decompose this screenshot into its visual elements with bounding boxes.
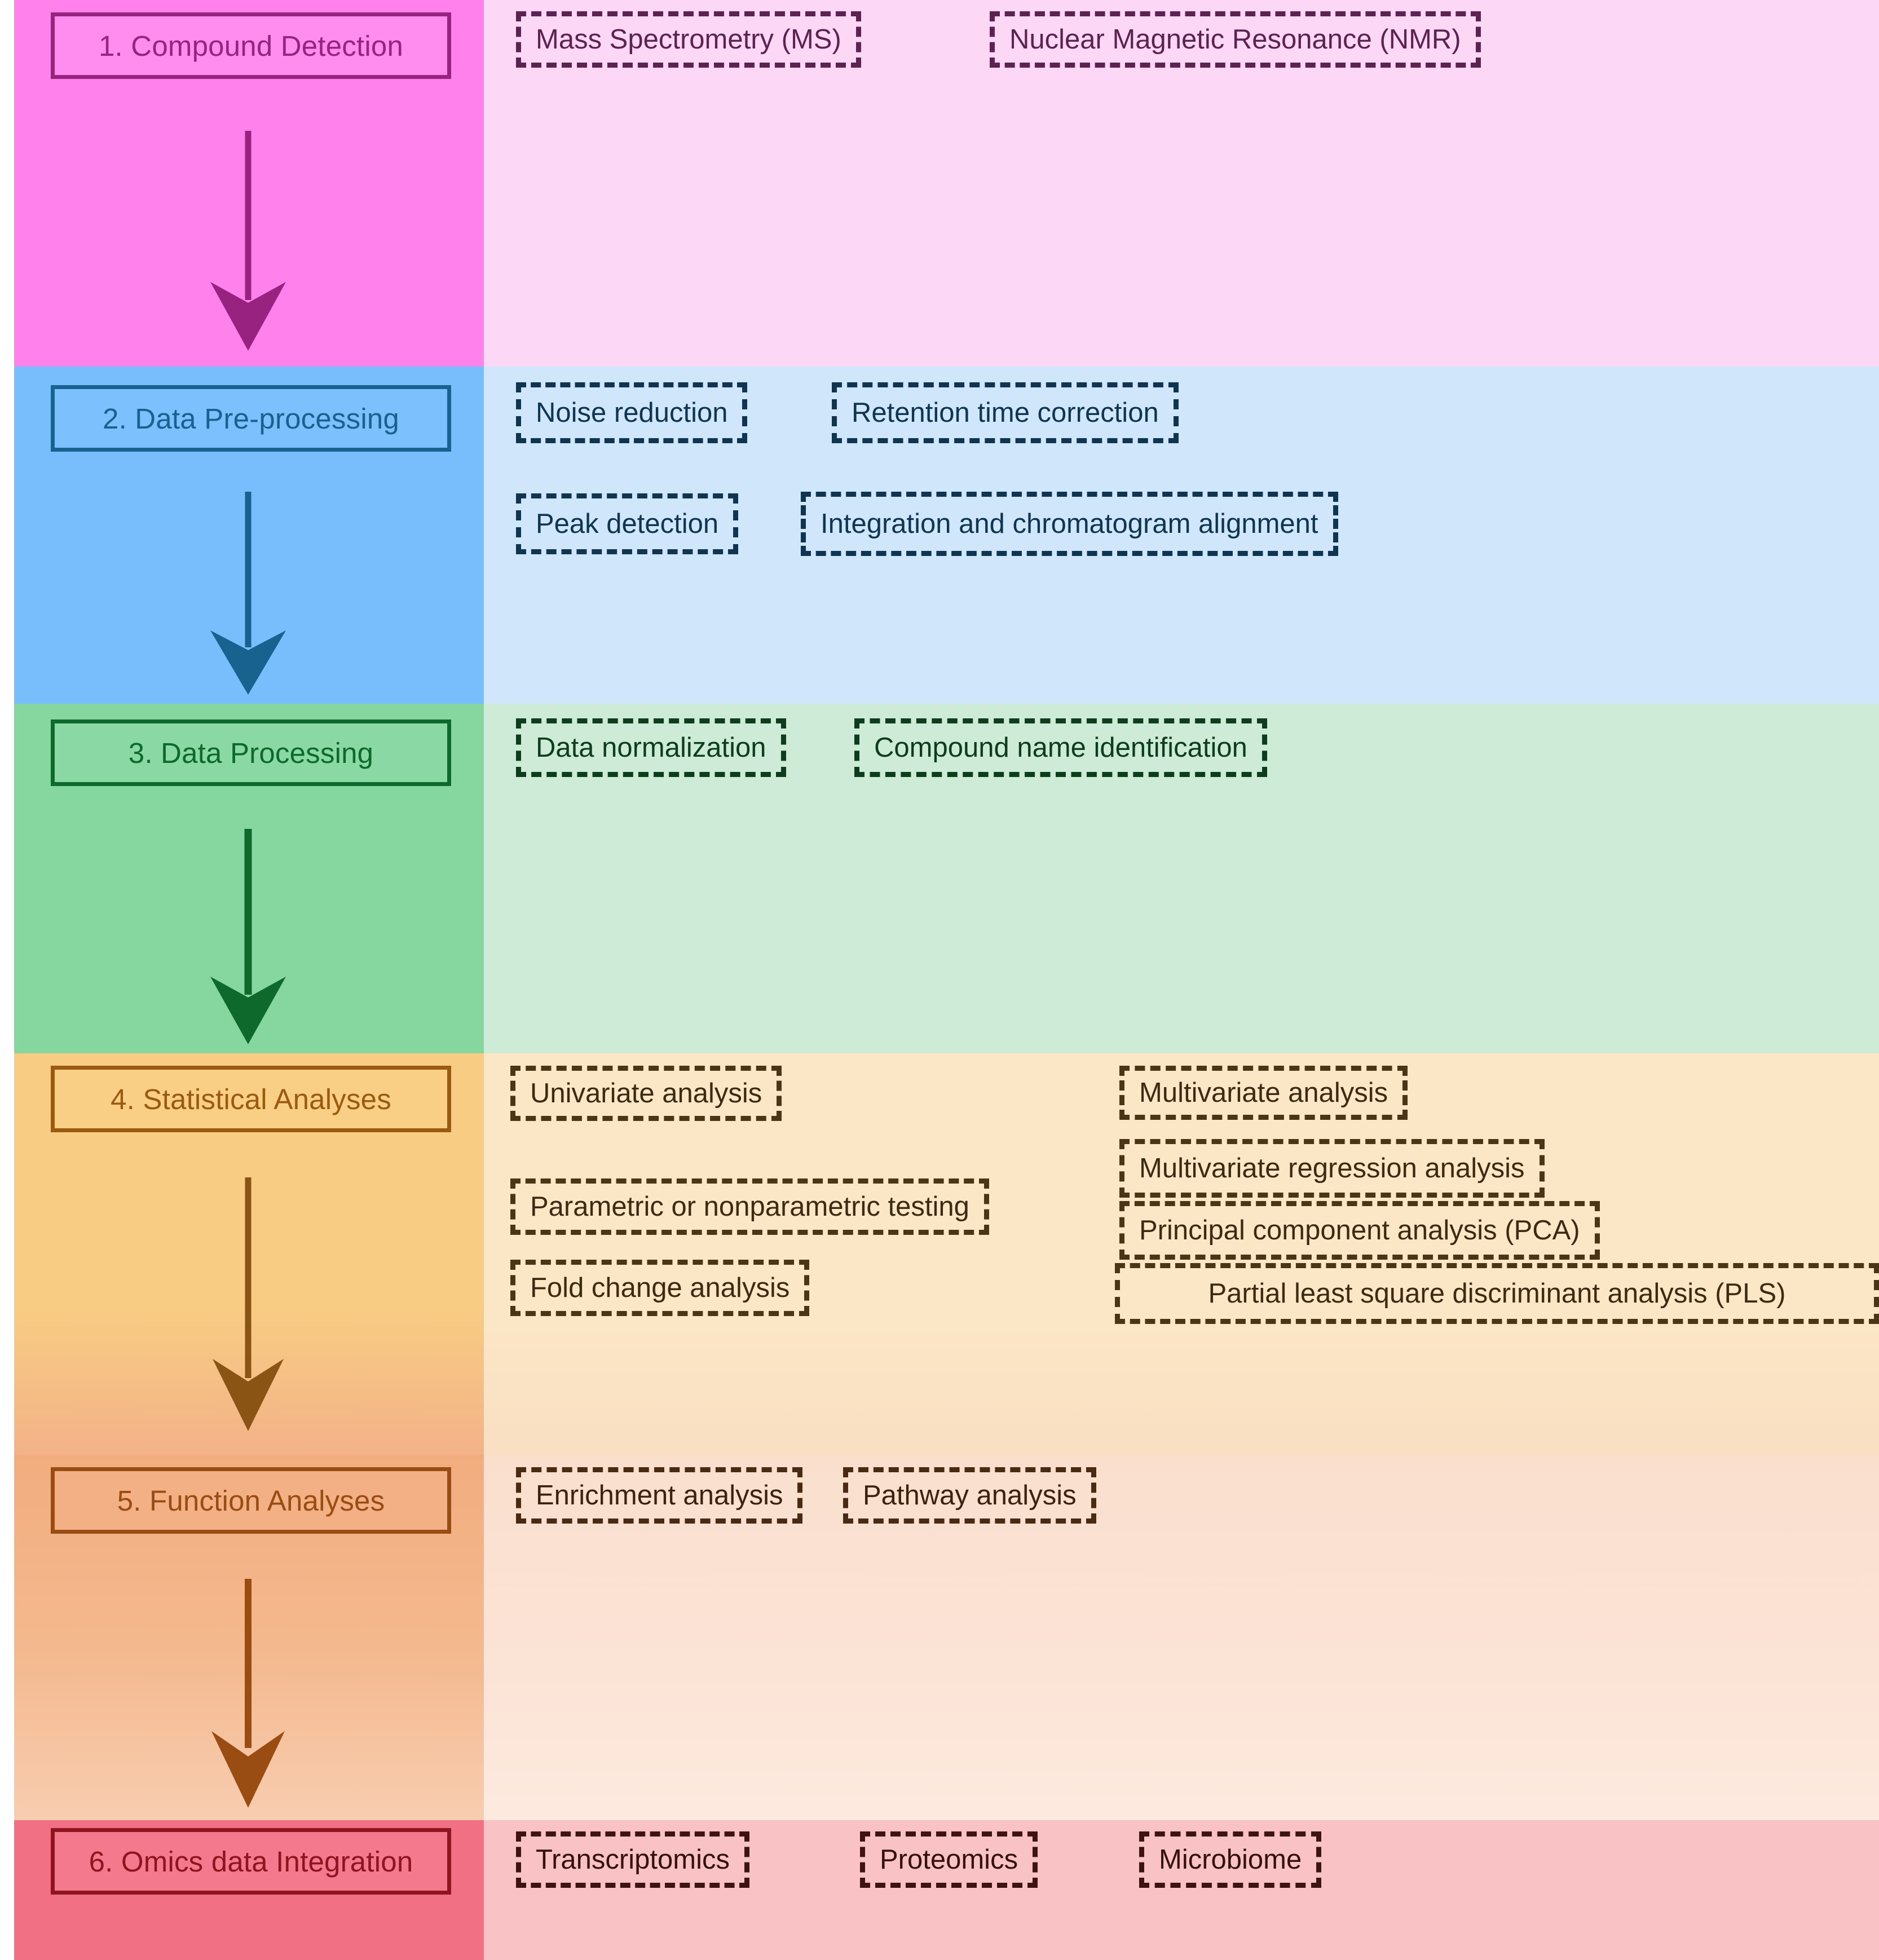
stage-panel-right xyxy=(484,0,1879,367)
task-box-noise-reduction[interactable]: Noise reduction xyxy=(516,382,748,443)
task-label-multivariate-analysis: Multivariate analysis xyxy=(1139,1077,1388,1108)
stage-label-box-2[interactable]: 2. Data Pre-processing xyxy=(51,385,451,452)
task-box-multivariate-regression-analysis[interactable]: Multivariate regression analysis xyxy=(1119,1139,1545,1198)
stage-panel-right xyxy=(484,367,1879,704)
stage-statistical-analyses: 4. Statistical Analyses Univariate analy… xyxy=(14,1053,1879,1455)
stage-label-box-6[interactable]: 6. Omics data Integration xyxy=(51,1828,451,1895)
task-label-univariate-analysis: Univariate analysis xyxy=(530,1078,762,1109)
arrow-2-to-3 xyxy=(200,492,296,695)
arrow-5-to-6 xyxy=(200,1579,296,1810)
task-box-principal-component-analysis[interactable]: Principal component analysis (PCA) xyxy=(1119,1201,1600,1260)
stage-label-box-4[interactable]: 4. Statistical Analyses xyxy=(51,1066,451,1132)
task-label-retention-time-correction: Retention time correction xyxy=(852,397,1159,428)
task-box-compound-name-identification[interactable]: Compound name identification xyxy=(854,718,1267,777)
task-label-pathway-analysis: Pathway analysis xyxy=(863,1480,1077,1511)
task-label-integration-alignment: Integration and chromatogram alignment xyxy=(821,508,1318,539)
arrow-1-to-2 xyxy=(200,131,296,351)
stage-panel-right xyxy=(484,704,1879,1053)
stage-data-processing: 3. Data Processing Data normalization Co… xyxy=(14,704,1879,1053)
task-label-mass-spectrometry: Mass Spectrometry (MS) xyxy=(536,24,841,55)
task-box-transcriptomics[interactable]: Transcriptomics xyxy=(516,1831,749,1888)
task-box-data-normalization[interactable]: Data normalization xyxy=(516,718,786,777)
stage-label-4: 4. Statistical Analyses xyxy=(111,1083,391,1115)
stage-panel-right xyxy=(484,1455,1879,1820)
task-box-parametric-nonparametric-testing[interactable]: Parametric or nonparametric testing xyxy=(510,1178,989,1235)
task-label-multivariate-regression-analysis: Multivariate regression analysis xyxy=(1139,1153,1525,1184)
task-box-enrichment-analysis[interactable]: Enrichment analysis xyxy=(516,1467,803,1524)
task-box-univariate-analysis[interactable]: Univariate analysis xyxy=(510,1066,782,1121)
task-box-multivariate-analysis[interactable]: Multivariate analysis xyxy=(1119,1066,1408,1120)
task-box-proteomics[interactable]: Proteomics xyxy=(860,1831,1038,1888)
stage-data-pre-processing: 2. Data Pre-processing Noise reduction R… xyxy=(14,367,1879,704)
task-label-data-normalization: Data normalization xyxy=(536,732,766,763)
task-label-nmr: Nuclear Magnetic Resonance (NMR) xyxy=(1009,24,1461,55)
task-label-noise-reduction: Noise reduction xyxy=(536,397,728,428)
task-label-transcriptomics: Transcriptomics xyxy=(536,1844,730,1875)
task-label-parametric-nonparametric-testing: Parametric or nonparametric testing xyxy=(530,1191,969,1222)
stage-label-2: 2. Data Pre-processing xyxy=(103,402,399,435)
task-box-fold-change-analysis[interactable]: Fold change analysis xyxy=(510,1260,810,1316)
task-label-compound-name-identification: Compound name identification xyxy=(874,732,1247,763)
task-box-peak-detection[interactable]: Peak detection xyxy=(516,493,739,554)
stage-label-1: 1. Compound Detection xyxy=(98,29,404,62)
task-label-enrichment-analysis: Enrichment analysis xyxy=(536,1480,783,1511)
stage-compound-detection: 1. Compound Detection Mass Spectrometry … xyxy=(14,0,1879,367)
arrow-3-to-4 xyxy=(200,829,296,1044)
stage-label-box-1[interactable]: 1. Compound Detection xyxy=(51,12,451,79)
task-label-fold-change-analysis: Fold change analysis xyxy=(530,1272,790,1303)
task-box-nmr[interactable]: Nuclear Magnetic Resonance (NMR) xyxy=(990,11,1481,68)
task-label-principal-component-analysis: Principal component analysis (PCA) xyxy=(1139,1215,1580,1246)
task-box-pathway-analysis[interactable]: Pathway analysis xyxy=(843,1467,1096,1524)
arrow-4-to-5 xyxy=(200,1177,296,1431)
stage-label-box-5[interactable]: 5. Function Analyses xyxy=(51,1467,451,1534)
task-label-pls-discriminant-analysis: Partial least square discriminant analys… xyxy=(1208,1278,1786,1309)
stage-function-analyses: 5. Function Analyses Enrichment analysis… xyxy=(14,1455,1879,1820)
task-box-integration-alignment[interactable]: Integration and chromatogram alignment xyxy=(801,492,1338,556)
task-box-mass-spectrometry[interactable]: Mass Spectrometry (MS) xyxy=(516,11,861,68)
stage-omics-data-integration: 6. Omics data Integration Transcriptomic… xyxy=(14,1820,1879,1960)
stage-panel-right xyxy=(484,1820,1879,1960)
task-label-proteomics: Proteomics xyxy=(880,1844,1018,1875)
stage-label-6: 6. Omics data Integration xyxy=(89,1845,413,1878)
stage-label-3: 3. Data Processing xyxy=(128,736,374,769)
stage-label-5: 5. Function Analyses xyxy=(117,1484,385,1517)
task-label-peak-detection: Peak detection xyxy=(536,508,719,539)
task-box-microbiome[interactable]: Microbiome xyxy=(1139,1831,1322,1888)
stage-label-box-3[interactable]: 3. Data Processing xyxy=(51,719,451,786)
task-label-microbiome: Microbiome xyxy=(1159,1844,1302,1875)
task-box-pls-discriminant-analysis[interactable]: Partial least square discriminant analys… xyxy=(1115,1263,1879,1324)
task-box-retention-time-correction[interactable]: Retention time correction xyxy=(832,382,1179,443)
